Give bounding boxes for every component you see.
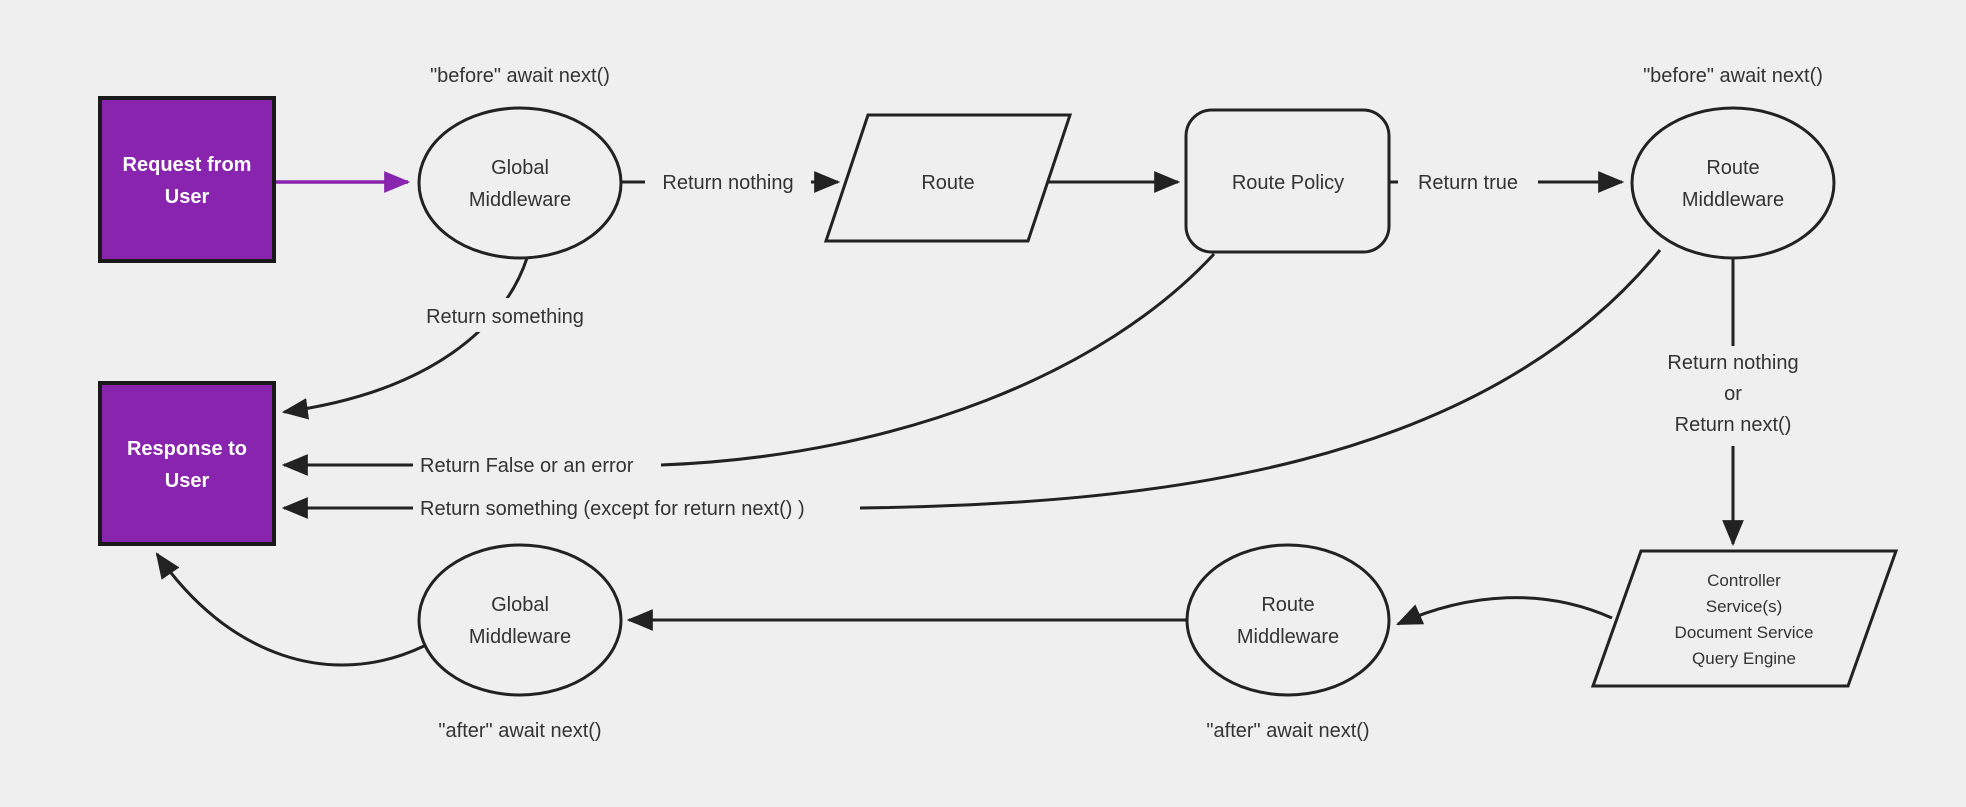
response-to-user-label-line1: Response to [127, 438, 247, 460]
label-return-nothing: Return nothing [662, 172, 793, 194]
label-after-await-next-left: "after" await next() [438, 720, 601, 742]
global-middleware-bottom-ellipse [417, 543, 623, 697]
node-global-middleware-bottom: Global Middleware [417, 543, 623, 697]
label-return-nothing-or-line1: Return nothing [1667, 352, 1798, 374]
request-from-user-label-line2: User [165, 186, 210, 208]
request-from-user-label-line1: Request from [123, 154, 252, 176]
global-middleware-bottom-label-line2: Middleware [469, 626, 571, 648]
edge-controller-to-route-middleware-bottom [1396, 596, 1613, 626]
route-policy-rect [1184, 108, 1391, 254]
label-return-something-except: Return something (except for return next… [420, 498, 805, 520]
request-from-user-box [98, 96, 276, 263]
edge-global-middleware-bottom-to-response [155, 552, 425, 667]
response-to-user-label-line2: User [165, 470, 210, 492]
route-label: Route [921, 172, 974, 194]
node-controller-services: Controller Service(s) Document Service Q… [1590, 549, 1899, 688]
controller-label-line3: Document Service [1675, 623, 1814, 642]
global-middleware-top-label-line2: Middleware [469, 189, 571, 211]
edge-route-middleware-return-something-curve [859, 249, 1662, 510]
route-middleware-top-label-line1: Route [1706, 157, 1759, 179]
global-middleware-top-label-line1: Global [491, 157, 549, 179]
node-request-from-user: Request from User [98, 96, 276, 263]
edge-global-middleware-return-something-to-response [281, 257, 529, 420]
label-bg [645, 165, 811, 197]
route-policy-label: Route Policy [1232, 172, 1344, 194]
route-middleware-bottom-label-line2: Middleware [1237, 626, 1339, 648]
controller-parallelogram [1590, 549, 1899, 688]
label-bg [400, 298, 610, 332]
controller-label-line4: Query Engine [1692, 649, 1796, 668]
label-return-nothing-or-line2: or [1724, 383, 1742, 405]
label-before-await-next-left: "before" await next() [430, 65, 610, 87]
route-middleware-top-ellipse [1630, 106, 1836, 260]
global-middleware-bottom-label-line1: Global [491, 594, 549, 616]
label-bg [1398, 165, 1538, 197]
label-before-await-next-right: "before" await next() [1643, 65, 1823, 87]
edge-labels: Return nothing Return true Return someth… [400, 65, 1839, 742]
controller-label-line2: Service(s) [1706, 597, 1783, 616]
edge-route-policy-return-false-curve [660, 252, 1216, 467]
label-bg [1627, 346, 1839, 446]
global-middleware-top-ellipse [417, 106, 623, 260]
route-middleware-bottom-ellipse [1185, 543, 1391, 697]
node-route-policy: Route Policy [1184, 108, 1391, 254]
controller-label-line1: Controller [1707, 571, 1781, 590]
node-route: Route [823, 113, 1073, 243]
label-return-something: Return something [426, 306, 584, 328]
response-to-user-box [98, 381, 276, 546]
route-parallelogram [823, 113, 1073, 243]
node-response-to-user: Response to User [98, 381, 276, 546]
node-global-middleware-top: Global Middleware [417, 106, 623, 260]
node-route-middleware-bottom: Route Middleware [1185, 543, 1391, 697]
label-return-false-or-error: Return False or an error [420, 455, 634, 477]
label-after-await-next-right: "after" await next() [1206, 720, 1369, 742]
node-route-middleware-top: Route Middleware [1630, 106, 1836, 260]
route-middleware-top-label-line2: Middleware [1682, 189, 1784, 211]
edges [155, 171, 1744, 667]
route-middleware-bottom-label-line1: Route [1261, 594, 1314, 616]
label-return-nothing-or-line3: Return next() [1675, 414, 1792, 436]
label-return-true: Return true [1418, 172, 1518, 194]
